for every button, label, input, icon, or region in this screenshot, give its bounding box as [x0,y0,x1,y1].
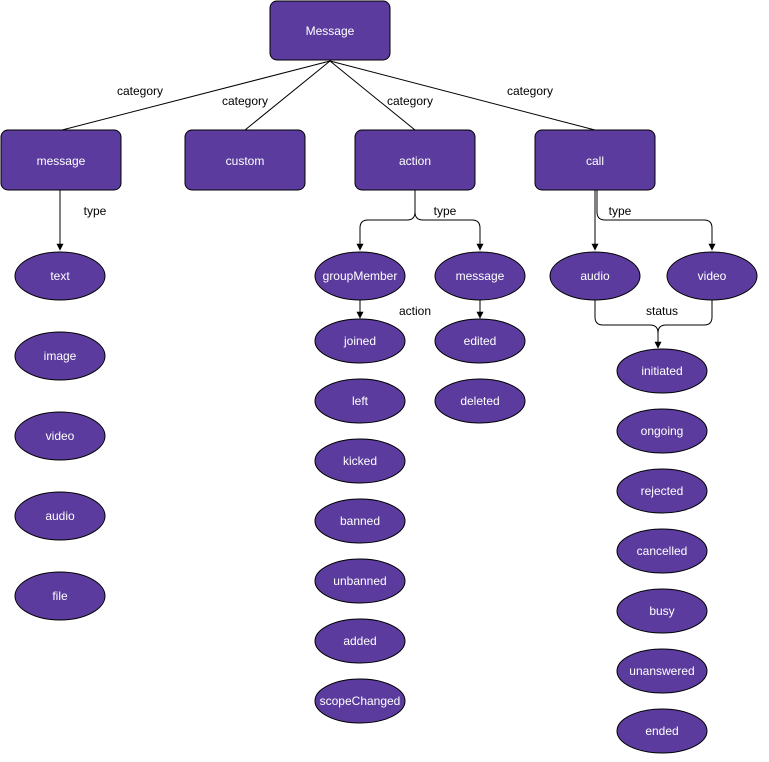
edge-label-type: type [609,204,632,218]
node-label: joined [343,334,376,348]
node-status-busy[interactable]: busy [616,588,708,634]
node-label: scopeChanged [320,694,401,708]
rect-nodes: Message message custom action call [0,0,656,191]
node-label: video [698,269,727,283]
node-gm-unbanned[interactable]: unbanned [314,558,406,604]
node-label: audio [45,509,75,523]
edge-label-type: type [434,204,457,218]
message-action-nodes: edited deleted [434,318,526,424]
action-type-nodes: groupMember message [314,251,526,301]
node-label: ended [645,724,678,738]
node-label: deleted [460,394,499,408]
node-label: groupMember [323,269,398,283]
node-label: file [52,589,68,603]
edge-label-category: category [387,94,433,108]
edge-label-status: status [646,304,678,318]
node-status-unanswered[interactable]: unanswered [616,648,708,694]
node-label: added [343,634,376,648]
node-label: call [586,154,604,168]
message-type-nodes: text image video audio file [14,251,106,621]
node-label: ongoing [641,424,684,438]
node-gm-banned[interactable]: banned [314,498,406,544]
node-label: action [399,154,431,168]
edge-label-category: category [117,84,163,98]
node-gm-kicked[interactable]: kicked [314,438,406,484]
node-type-file[interactable]: file [14,571,106,621]
node-label: text [50,269,70,283]
node-label: kicked [343,454,377,468]
node-label: unbanned [333,574,386,588]
node-status-initiated[interactable]: initiated [616,348,708,394]
edge-root-call [329,60,596,131]
node-status-cancelled[interactable]: cancelled [616,528,708,574]
edge-label-category: category [507,84,553,98]
node-call-video[interactable]: video [666,251,758,301]
node-gm-left[interactable]: left [314,378,406,424]
node-label: video [46,429,75,443]
edge-label-category: category [222,94,268,108]
node-status-rejected[interactable]: rejected [616,468,708,514]
node-category-action[interactable]: action [354,129,476,191]
edge-root-action [329,60,416,131]
node-am-edited[interactable]: edited [434,318,526,364]
node-call-audio[interactable]: audio [549,251,641,301]
edge-call-video [596,190,716,251]
edge-labels: category category category category type… [84,84,678,318]
node-status-ongoing[interactable]: ongoing [616,408,708,454]
edge-root-message [61,60,331,131]
node-label: rejected [641,484,684,498]
node-label: image [44,349,77,363]
node-action-message[interactable]: message [434,251,526,301]
node-label: message [37,154,86,168]
node-action-groupMember[interactable]: groupMember [314,251,406,301]
node-type-audio[interactable]: audio [14,491,106,541]
call-status-nodes: initiated ongoing rejected cancelled bus… [616,348,708,754]
edge-label-action: action [399,304,431,318]
node-type-video[interactable]: video [14,411,106,461]
edge-root-custom [244,60,331,131]
node-message-root[interactable]: Message [269,0,391,61]
node-label: left [352,394,369,408]
node-category-custom[interactable]: custom [184,129,306,191]
call-type-nodes: audio video [549,251,758,301]
groupmember-action-nodes: joined left kicked banned unbanned added… [314,318,406,724]
edge-action-groupMember [356,190,416,251]
edge-action-message [414,190,484,251]
node-gm-scopeChanged[interactable]: scopeChanged [314,678,406,724]
node-label: initiated [641,364,682,378]
node-type-image[interactable]: image [14,331,106,381]
node-type-text[interactable]: text [14,251,106,301]
node-label: unanswered [629,664,694,678]
edge-video-initiated [657,300,713,334]
node-label: message [456,269,505,283]
node-am-deleted[interactable]: deleted [434,378,526,424]
node-gm-joined[interactable]: joined [314,318,406,364]
node-gm-added[interactable]: added [314,618,406,664]
node-label: edited [464,334,497,348]
node-category-message[interactable]: message [0,129,122,191]
node-label: busy [649,604,674,618]
edge-audio-initiated [594,300,662,349]
node-label: custom [226,154,265,168]
node-label: audio [580,269,610,283]
edges [56,60,716,349]
node-label: banned [340,514,380,528]
node-label: cancelled [637,544,688,558]
node-category-call[interactable]: call [534,129,656,191]
node-status-ended[interactable]: ended [616,708,708,754]
edge-label-type: type [84,204,107,218]
node-label: Message [306,24,355,38]
